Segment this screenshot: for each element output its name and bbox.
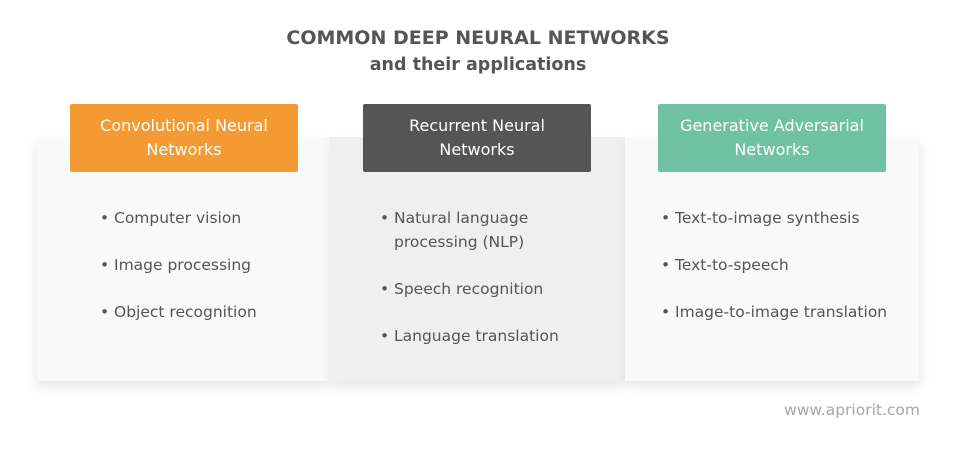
list-item: •Image-to-image translation — [661, 300, 911, 324]
list-item-label: Speech recognition — [394, 280, 544, 298]
list-item-label: Text-to-speech — [675, 256, 789, 274]
list-item: •Text-to-speech — [661, 253, 911, 277]
bullet-icon: • — [661, 209, 671, 227]
bullet-icon: • — [100, 256, 110, 274]
list-item-label: Object recognition — [114, 303, 257, 321]
list-item: •Computer vision — [100, 206, 320, 230]
bullet-icon: • — [100, 209, 110, 227]
list-item: •Natural language processing (NLP) — [380, 206, 615, 254]
list-item: •Speech recognition — [380, 277, 615, 301]
list-item-label: Natural language processing (NLP) — [394, 209, 529, 251]
header-box-rnn: Recurrent Neural Networks — [363, 104, 591, 172]
list-item-label: Language translation — [394, 327, 559, 345]
bullet-icon: • — [661, 256, 671, 274]
list-rnn-applications: •Natural language processing (NLP) •Spee… — [380, 206, 615, 371]
list-item: •Object recognition — [100, 300, 320, 324]
footer-url: www.apriorit.com — [784, 401, 920, 419]
page-subtitle: and their applications — [369, 55, 587, 75]
list-item-label: Image-to-image translation — [675, 303, 888, 321]
bullet-icon: • — [661, 303, 671, 321]
list-item: •Image processing — [100, 253, 320, 277]
panel-cnn — [37, 137, 330, 381]
list-item: •Language translation — [380, 324, 615, 348]
header-box-gan: Generative Adversarial Networks — [658, 104, 886, 172]
list-item: •Text-to-image synthesis — [661, 206, 911, 230]
list-cnn-applications: •Computer vision •Image processing •Obje… — [100, 206, 320, 347]
list-gan-applications: •Text-to-image synthesis •Text-to-speech… — [661, 206, 911, 347]
panel-rnn — [330, 137, 625, 381]
list-item-label: Image processing — [114, 256, 252, 274]
bullet-icon: • — [380, 327, 390, 345]
list-item-label: Computer vision — [114, 209, 242, 227]
bullet-icon: • — [380, 209, 390, 227]
bullet-icon: • — [100, 303, 110, 321]
page-title: COMMON DEEP NEURAL NETWORKS — [286, 27, 670, 49]
list-item-label: Text-to-image synthesis — [675, 209, 860, 227]
panel-gan — [625, 137, 919, 381]
header-box-cnn: Convolutional Neural Networks — [70, 104, 298, 172]
bullet-icon: • — [380, 280, 390, 298]
